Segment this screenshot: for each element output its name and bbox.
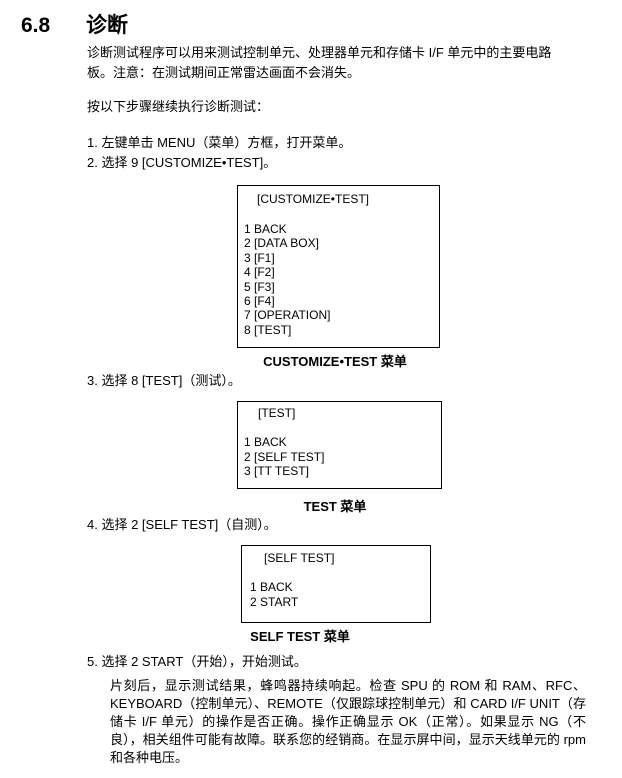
test-menu: [TEST] 1 BACK 2 [SELF TEST] 3 [TT TEST] — [237, 401, 442, 489]
menu-item: 2 [SELF TEST] — [244, 450, 325, 464]
menu-item: 1 BACK — [244, 222, 287, 236]
step-1: 1. 左键单击 MENU（菜单）方框，打开菜单。 — [87, 135, 352, 150]
intro-line-1: 诊断测试程序可以用来测试控制单元、处理器单元和存储卡 I/F 单元中的主要电路 — [87, 45, 552, 60]
self-test-menu: [SELF TEST] 1 BACK 2 START — [241, 545, 431, 623]
customize-test-menu: [CUSTOMIZE•TEST] 1 BACK 2 [DATA BOX] 3 [… — [237, 185, 440, 348]
menu-item: 2 START — [250, 595, 299, 609]
menu-item: 1 BACK — [250, 580, 293, 594]
menu-caption: CUSTOMIZE•TEST 菜单 — [263, 354, 407, 369]
menu-item: 3 [F1] — [244, 251, 275, 265]
menu-item: 6 [F4] — [244, 294, 275, 308]
step-4: 4. 选择 2 [SELF TEST]（自测）。 — [87, 517, 277, 532]
step-2: 2. 选择 9 [CUSTOMIZE•TEST]。 — [87, 155, 277, 170]
menu-title: [TEST] — [258, 406, 296, 420]
menu-title: [CUSTOMIZE•TEST] — [257, 192, 369, 206]
menu-item: 3 [TT TEST] — [244, 464, 309, 478]
lead-text: 按以下步骤继续执行诊断测试： — [87, 99, 270, 114]
intro-line-2: 板。注意：在测试期间正常雷达画面不会消失。 — [87, 65, 361, 80]
menu-item: 7 [OPERATION] — [244, 308, 331, 322]
menu-caption: TEST 菜单 — [303, 499, 367, 514]
result-description: 片刻后，显示测试结果，蜂鸣器持续响起。检查 SPU 的 ROM 和 RAM、RF… — [110, 678, 586, 765]
section-number: 6.8 — [21, 14, 51, 37]
menu-caption: SELF TEST 菜单 — [250, 629, 350, 644]
menu-title: [SELF TEST] — [264, 551, 335, 565]
menu-item: 8 [TEST] — [244, 323, 292, 337]
step-5: 5. 选择 2 START（开始），开始测试。 — [87, 654, 307, 669]
menu-item: 4 [F2] — [244, 265, 275, 279]
menu-item: 1 BACK — [244, 435, 287, 449]
menu-item: 2 [DATA BOX] — [244, 236, 319, 250]
step-3: 3. 选择 8 [TEST]（测试）。 — [87, 373, 241, 388]
menu-item: 5 [F3] — [244, 280, 275, 294]
section-title: 诊断 — [86, 14, 128, 37]
